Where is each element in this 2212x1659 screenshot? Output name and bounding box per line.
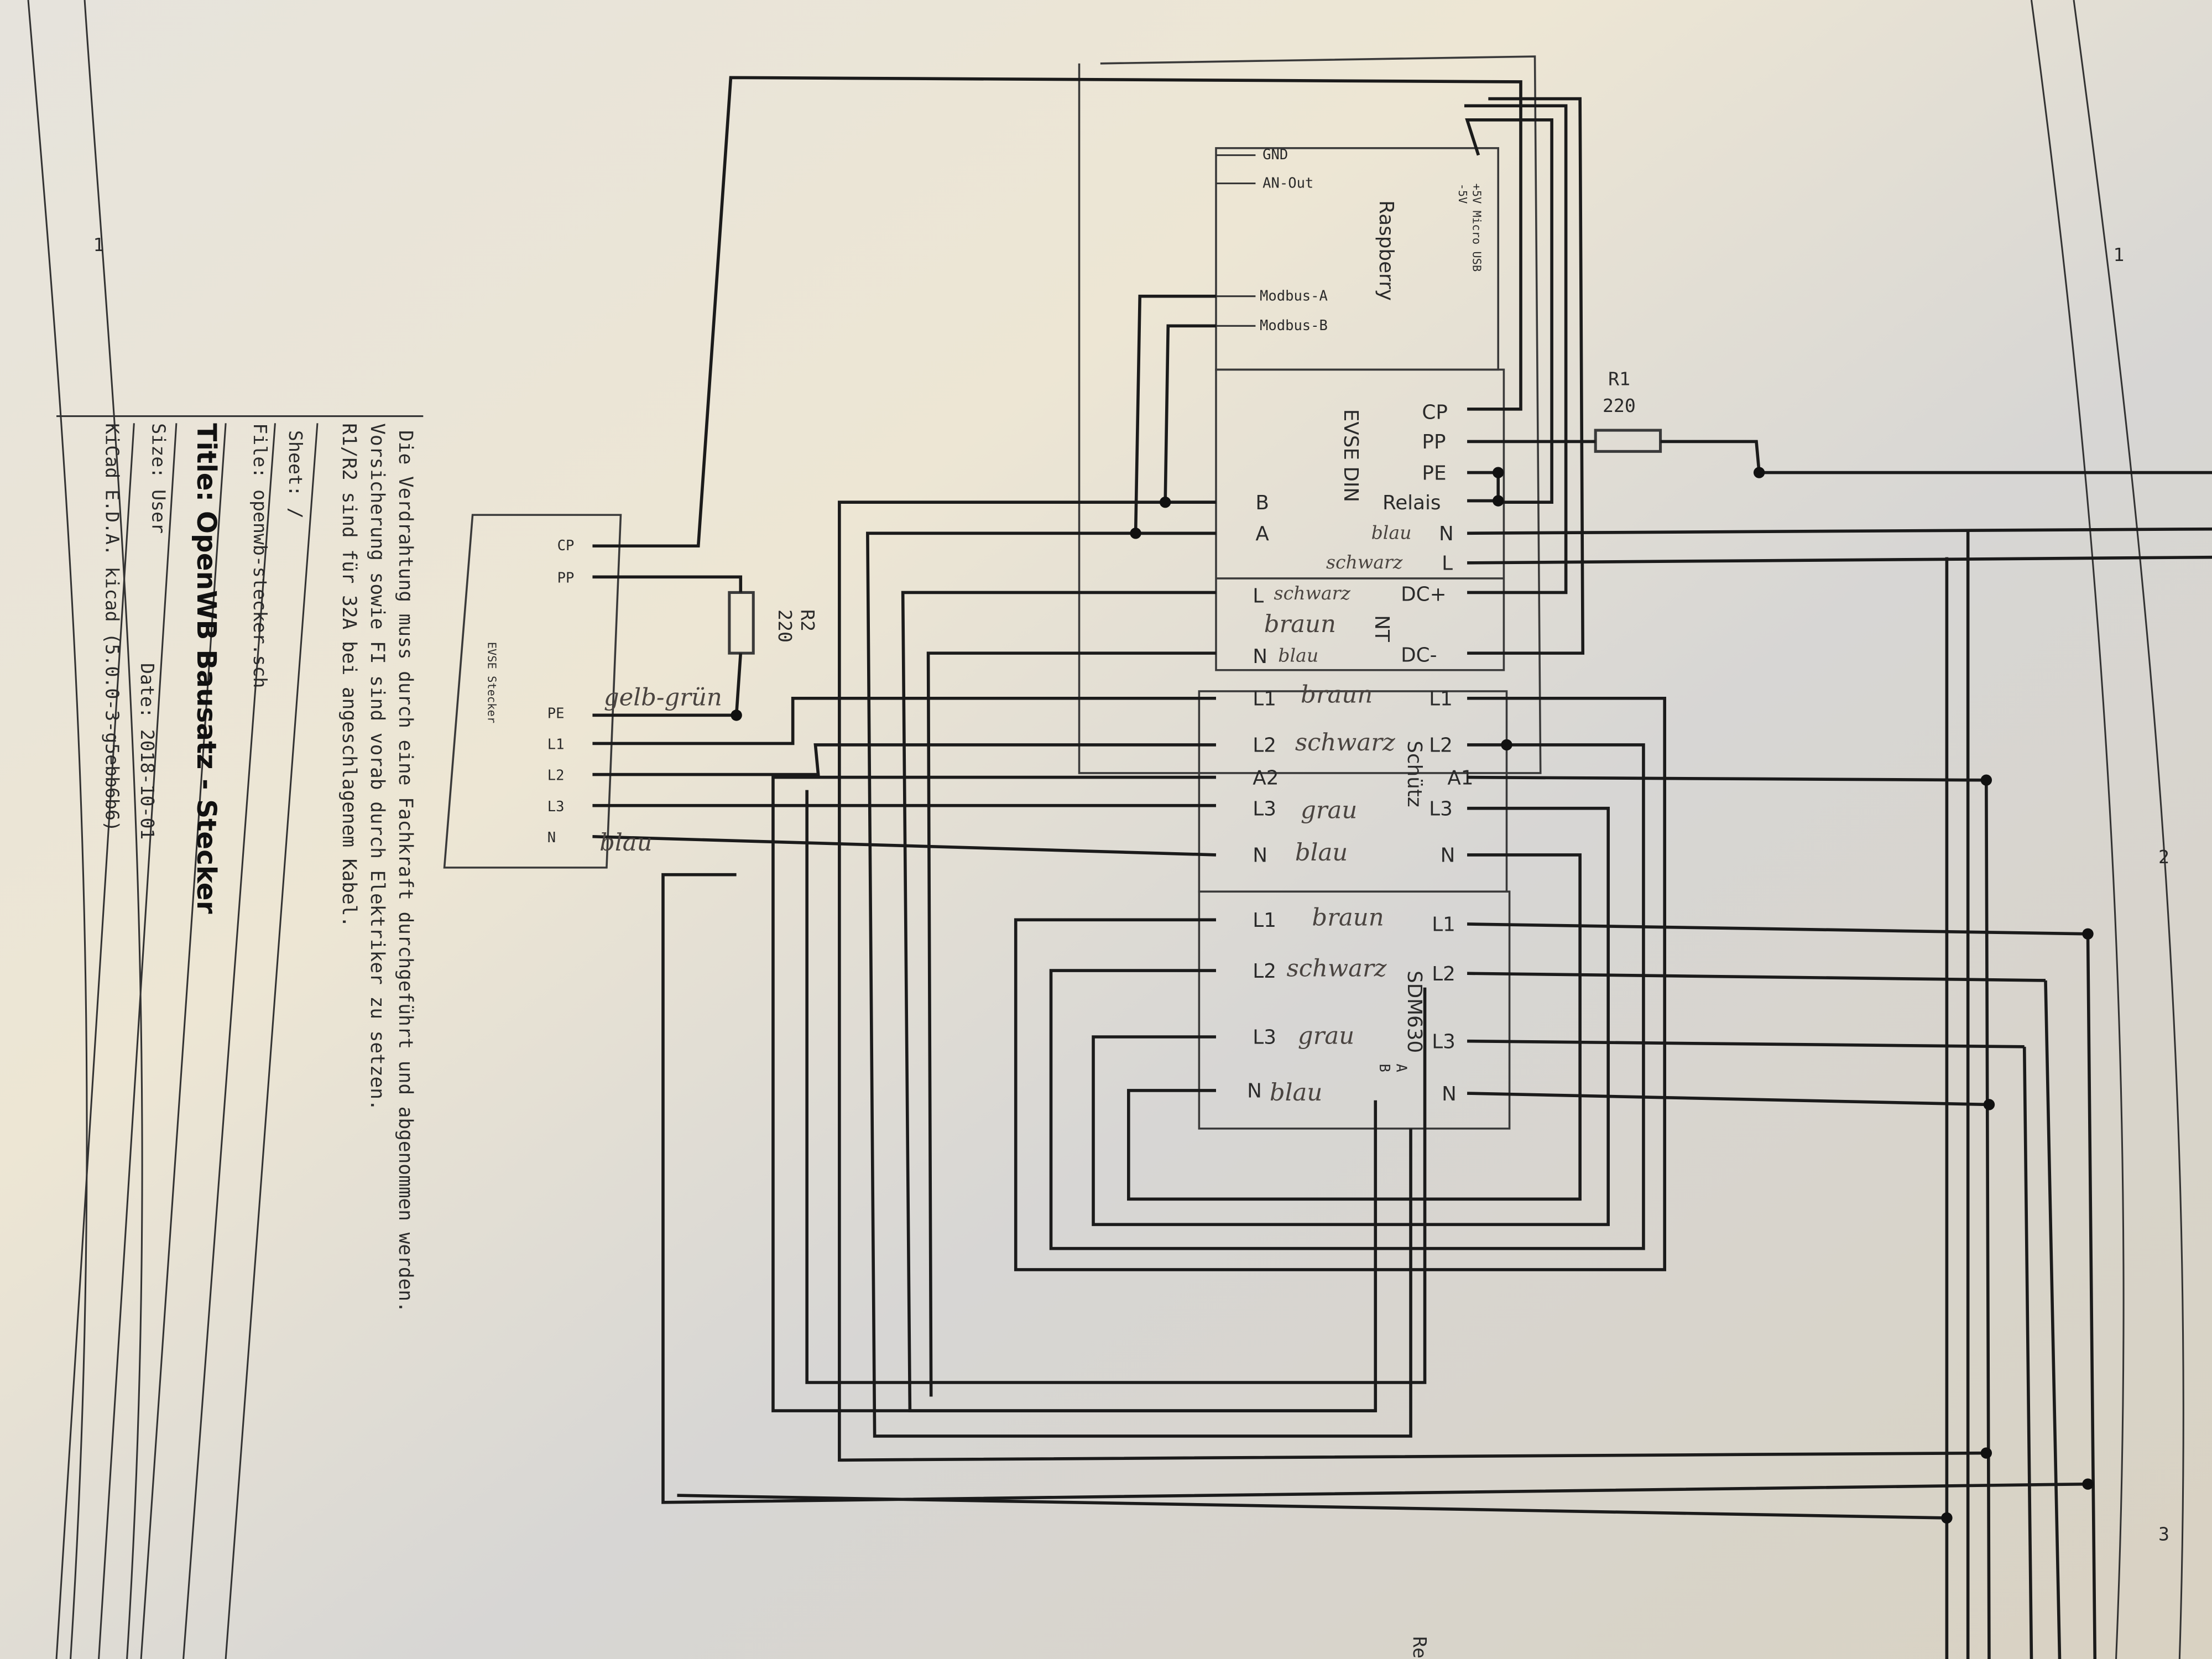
pin-cp: CP xyxy=(1422,401,1447,424)
sdm630-module: SDM630 A B L1 L2 L3 N L1 L2 L3 N xyxy=(1198,890,1511,1130)
kicad-label: KiCad E.D.A. kicad (5.0.0-3-g5ebb6b6) xyxy=(101,423,123,832)
rev-label: Rev xyxy=(1409,1636,1431,1659)
stecker-pin-pp: PP xyxy=(557,570,575,587)
note-line-1: Die Verdrahtung muss durch eine Fachkraf… xyxy=(394,430,416,1313)
sdm-pin-l3-out: L3 xyxy=(1432,1030,1455,1053)
hand-m-n: blau xyxy=(1270,1079,1322,1107)
border-number-2: 2 xyxy=(2158,846,2169,868)
r2-value: 220 xyxy=(774,609,796,643)
pin-n: N xyxy=(1439,523,1454,545)
stecker-pin-n: N xyxy=(547,830,556,846)
pin-pp: PP xyxy=(1422,431,1446,453)
stecker-pin-cp: CP xyxy=(557,538,575,554)
stecker-pin-l1: L1 xyxy=(547,737,565,753)
evse-din-module: EVSE DIN NT B A L N CP PP PE Relais N L … xyxy=(1215,368,1505,671)
sdm-pin-n-out: N xyxy=(1442,1083,1457,1105)
usb-label: +5V Micro USB xyxy=(1470,184,1483,272)
pin-nt-l: L xyxy=(1253,585,1264,607)
hand-m-l3: grau xyxy=(1298,1022,1354,1050)
resistor-r1: R1 220 xyxy=(1594,368,1662,453)
module-frame xyxy=(1078,55,1542,774)
schuetz-pin-l1-in: L1 xyxy=(1253,688,1276,711)
evse-stecker-module: EVSE Stecker CP PP PE L1 L2 L3 N xyxy=(443,514,622,869)
hand-schwarz-evse: schwarz xyxy=(1326,551,1403,573)
r1-name: R1 xyxy=(1608,368,1630,389)
hand-blau-evse: blau xyxy=(1371,521,1412,543)
wiring xyxy=(592,76,2212,1659)
hand-nt-n: blau xyxy=(1278,644,1318,666)
r1-value: 220 xyxy=(1603,395,1636,416)
stecker-pin-l3: L3 xyxy=(547,799,565,815)
pin-pe: PE xyxy=(1422,462,1446,484)
resistor-r2: R2 220 xyxy=(728,591,818,655)
sdm630-label: SDM630 xyxy=(1403,971,1426,1053)
hand-s-l2: schwarz xyxy=(1295,729,1396,757)
file-label: File: openwb-stecker.sch xyxy=(249,423,271,688)
note-line-3: R1/R2 sind für 32A bei angeschlagenem Ka… xyxy=(338,423,360,927)
stecker-pin-pe: PE xyxy=(547,705,565,722)
usb-minus-label: -5V xyxy=(1456,184,1469,204)
pin-an-out: AN-Out xyxy=(1262,175,1313,191)
pin-modbus-a: Modbus-A xyxy=(1260,288,1328,304)
hand-nt-l: schwarz xyxy=(1274,582,1351,604)
pin-relais: Relais xyxy=(1383,492,1441,514)
sdm-pin-n-in: N xyxy=(1247,1080,1262,1103)
pin-modbus-b: Modbus-B xyxy=(1260,317,1328,334)
schuetz-pin-a2: A2 xyxy=(1253,766,1279,789)
schuetz-pin-l1-out: L1 xyxy=(1429,688,1453,711)
border-number-3: 3 xyxy=(2158,1524,2169,1545)
hand-blau-stecker: blau xyxy=(599,829,652,857)
sdm-pin-l1-out: L1 xyxy=(1432,914,1455,936)
pin-b: B xyxy=(1255,492,1269,514)
hand-gelb-gruen: gelb-grün xyxy=(604,684,722,712)
border-number-1: 1 xyxy=(93,234,104,255)
schuetz-pin-l2-out: L2 xyxy=(1429,734,1453,757)
border-number-1-right: 1 xyxy=(2113,244,2124,265)
pin-nt-n: N xyxy=(1253,645,1267,668)
schuetz-pin-n-out: N xyxy=(1441,844,1455,867)
hand-nt-braun: braun xyxy=(1264,611,1336,638)
title-label: Title: OpenWB Bausatz - Stecker xyxy=(191,423,222,914)
size-label: Size: User xyxy=(148,423,170,534)
schuetz-pin-l3-in: L3 xyxy=(1253,797,1276,820)
sdm-pin-l2-in: L2 xyxy=(1253,960,1276,983)
r2-name: R2 xyxy=(797,609,818,632)
nt-label: NT xyxy=(1370,615,1393,642)
hand-m-l2-braun: braun xyxy=(1312,904,1384,931)
schuetz-pin-n-in: N xyxy=(1253,844,1267,867)
evse-din-label: EVSE DIN xyxy=(1339,409,1362,502)
pin-l: L xyxy=(1442,552,1453,575)
title-block: Sheet: / File: openwb-stecker.sch Title:… xyxy=(55,415,424,1659)
note-line-2: Vorsicherung sowie FI sind vorab durch E… xyxy=(366,423,388,1110)
sdm-pin-l3-in: L3 xyxy=(1253,1026,1276,1049)
sheet-label: Sheet: / xyxy=(285,430,306,519)
schuetz-label: Schütz xyxy=(1403,740,1426,807)
date-label: Date: 2018-10-01 xyxy=(137,663,158,839)
pin-dc-plus: DC+ xyxy=(1401,583,1446,606)
handwritten-notes: gelb-grün blau blau schwarz schwarz brau… xyxy=(599,521,1411,1106)
hand-s-n: blau xyxy=(1295,839,1348,867)
sheet-border: 1 1 2 3 Rev xyxy=(27,0,2184,1659)
junction-dots xyxy=(731,467,2094,1524)
hand-s-l3: grau xyxy=(1301,797,1357,825)
stecker-pin-l2: L2 xyxy=(547,768,565,784)
raspberry-label: Raspberry xyxy=(1375,200,1397,301)
raspberry-module: GND AN-Out Modbus-A Modbus-B Raspberry +… xyxy=(1215,147,1499,371)
sdm-pin-l2-out: L2 xyxy=(1432,963,1455,985)
sdm-pin-a: A xyxy=(1393,1063,1410,1072)
sdm-pin-b: B xyxy=(1376,1063,1392,1072)
sdm-pin-l1-in: L1 xyxy=(1253,909,1276,932)
evse-stecker-label: EVSE Stecker xyxy=(486,642,499,723)
pin-dc-minus: DC- xyxy=(1401,644,1437,666)
pin-a: A xyxy=(1255,523,1269,545)
hand-m-l2: schwarz xyxy=(1287,954,1387,982)
schuetz-pin-l3-out: L3 xyxy=(1429,797,1453,820)
schuetz-pin-l2-in: L2 xyxy=(1253,734,1276,757)
schuetz-module: Schütz L1 L2 A2 L3 N L1 L2 A1 L3 N xyxy=(1198,688,1508,893)
hand-s-l1: braun xyxy=(1301,681,1373,708)
pin-gnd: GND xyxy=(1262,147,1288,163)
